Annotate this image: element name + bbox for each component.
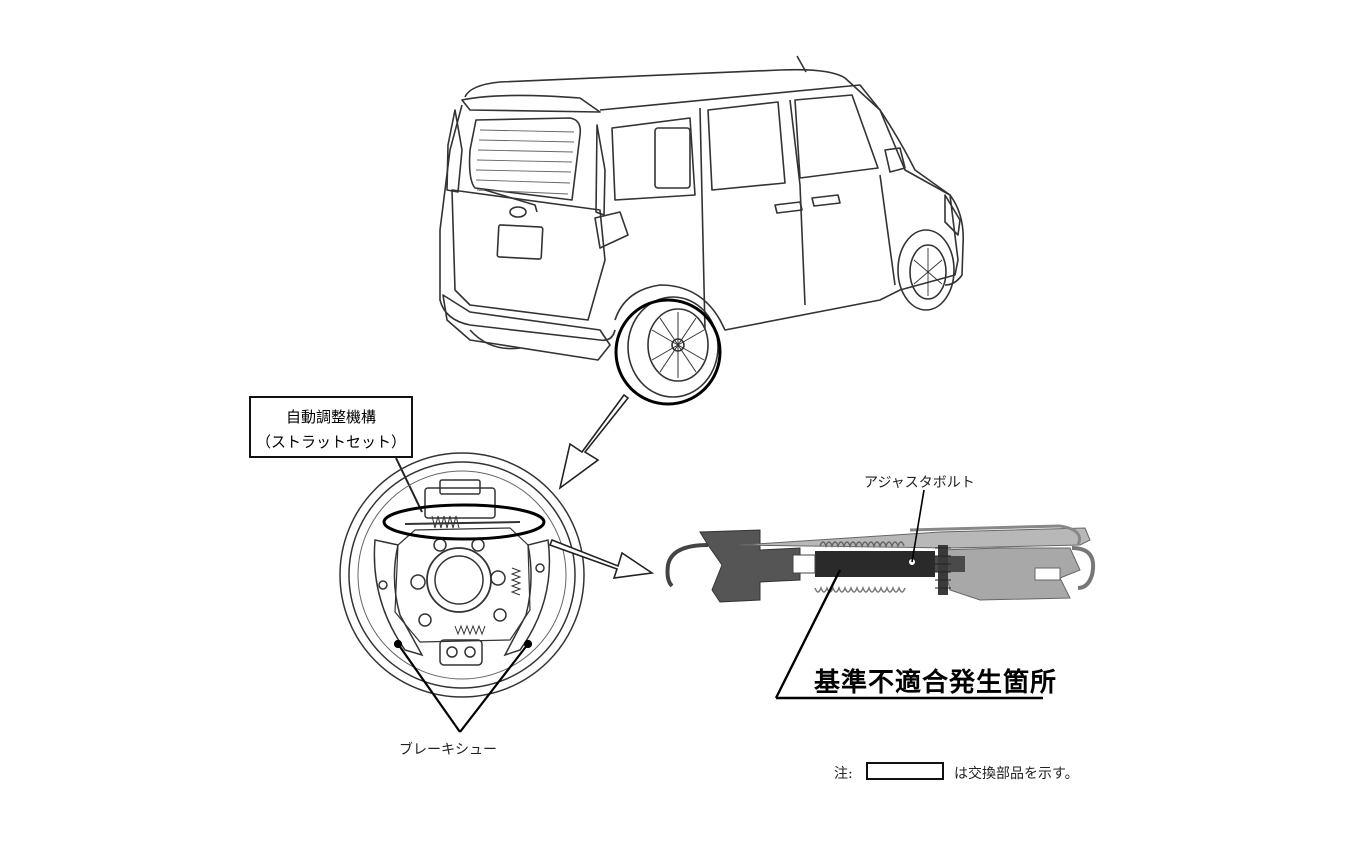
drum-brake-illustration	[339, 452, 585, 698]
nonconformity-label: 基準不適合発生箇所	[814, 668, 1058, 698]
strut-set-photo	[665, 524, 1095, 603]
brake-shoe-label: ブレーキシュー	[399, 742, 497, 758]
wheel-highlight-circle	[614, 298, 722, 406]
vehicle-illustration	[439, 55, 965, 398]
brake-shoe-leaders	[393, 639, 533, 733]
mechanism-label-line1: 自動調整機構	[285, 408, 376, 426]
strut-highlight-ellipse	[382, 503, 546, 541]
adjust-bolt-leader-line	[911, 489, 925, 563]
mechanism-label-line2: （ストラットセット）	[255, 433, 406, 451]
nonconformity-leader	[774, 569, 1043, 700]
note-suffix: は交換部品を示す。	[954, 766, 1079, 782]
note-legend-box	[866, 762, 944, 780]
arrow-wheel-to-drum	[558, 393, 630, 490]
note-prefix: 注:	[834, 766, 853, 782]
adjust-bolt-label: アジャスタボルト	[864, 475, 975, 491]
mechanism-label-box: 自動調整機構 （ストラットセット）	[249, 396, 413, 458]
arrow-drum-to-strut	[548, 538, 655, 579]
